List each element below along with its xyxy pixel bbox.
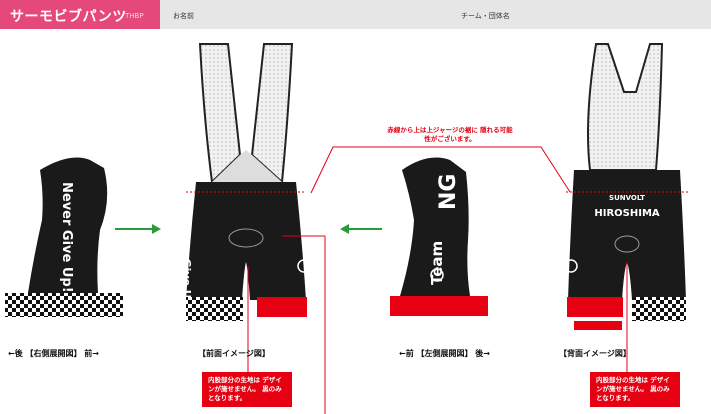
back-right-checker-hem (632, 297, 686, 321)
name-label: お名前 (173, 12, 194, 20)
hiroshima-text: HIROSHIMA (594, 208, 660, 219)
left-side-caption: ←前 【左側展開図】 後→ (399, 349, 490, 358)
left-side-red-hem (390, 296, 488, 316)
team-label: チーム・団体名 (461, 12, 510, 20)
sunvolt-text: SUNVOLT (609, 194, 645, 202)
red-guide-lines (186, 146, 690, 414)
front-never-give-up-text: Never Give Up! (180, 218, 193, 312)
front-crotch-note: 内股部分の生地は デザインが施せません。 黒のみとなります。 (202, 372, 292, 407)
team-logo-icon (297, 259, 311, 273)
back-caption: 【背面イメージ図】 (559, 349, 631, 358)
back-view-bib: SUNVOLT HIROSHIMA (564, 43, 686, 330)
right-side-panel: Never Give Up! (5, 157, 123, 317)
jersey-overlap-note: 赤線から上は上ジャージの裾に 隠れる可能性がございます。 (387, 126, 513, 143)
arrow-left-icon (340, 224, 382, 234)
back-left-red-hem (567, 297, 623, 317)
arrow-right-icon (115, 224, 161, 234)
front-right-red-hem (257, 297, 307, 317)
front-left-checker-hem (186, 297, 243, 321)
right-side-caption: ←後 【右側展開図】 前→ (8, 349, 99, 358)
left-side-panel: Team NG (390, 157, 488, 316)
right-side-checker-hem (5, 293, 123, 317)
product-title: サーモビブパンツ (10, 9, 127, 25)
team-logo-icon (430, 268, 444, 282)
never-give-up-text: Never Give Up! (59, 182, 74, 293)
back-crotch-note: 内股部分の生地は デザインが施せません。 黒のみとなります。 (590, 372, 680, 407)
team-logo-icon (564, 259, 578, 273)
team-text: Team (428, 241, 446, 285)
product-title-box: サーモビブパンツ THBP (0, 0, 160, 29)
back-red-stripe (574, 321, 622, 330)
product-code: THBP (125, 12, 144, 20)
ng-logo-text: NG (436, 174, 461, 210)
front-view-bib: Never Give Up! (180, 43, 311, 321)
front-caption: 【前面イメージ図】 (198, 349, 270, 358)
